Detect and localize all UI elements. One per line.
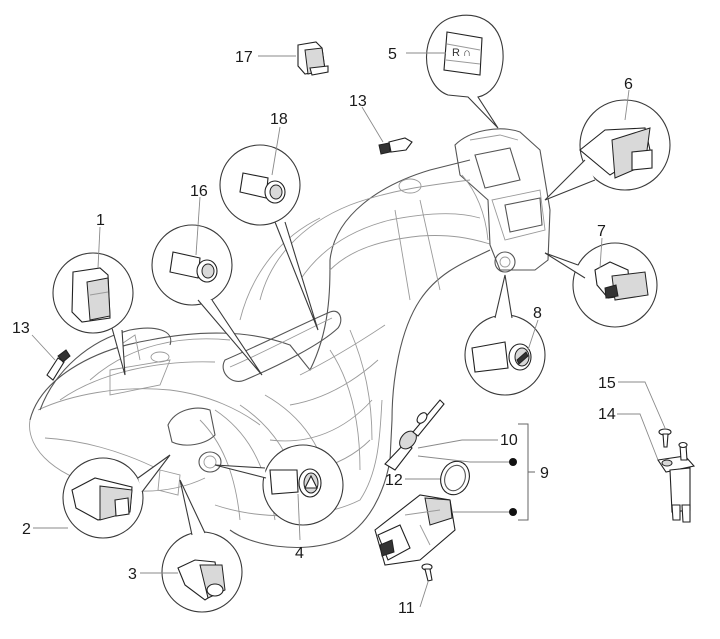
callout-labels: 17 5 6 13 18 16 1 7 8 13 15 14 10 9 12 2…: [12, 46, 633, 617]
label-13-left: 13: [12, 320, 30, 337]
ring-12-part[interactable]: [436, 457, 474, 499]
svg-text:R ∩: R ∩: [452, 47, 471, 59]
leader-lines: [31, 52, 666, 608]
group-bracket-9: [509, 423, 535, 521]
label-9: 9: [540, 465, 549, 482]
label-5: 5: [388, 46, 397, 63]
screw-11-part[interactable]: [421, 563, 433, 582]
label-15: 15: [598, 375, 616, 392]
group-dot-lock: [509, 508, 517, 516]
callout-bubble-2[interactable]: [62, 454, 171, 539]
callout-bubble-17[interactable]: [219, 144, 319, 331]
label-7: 7: [597, 223, 606, 240]
ignition-lock-body-part[interactable]: [374, 494, 456, 566]
switch-cover-part: R ∩: [443, 31, 483, 76]
label-4: 4: [295, 545, 304, 562]
switch-3-part: [177, 559, 226, 601]
screw-15-part[interactable]: [658, 428, 672, 448]
label-12: 12: [385, 472, 403, 489]
switch-2-part: [71, 477, 133, 521]
group-dot-key: [509, 458, 517, 466]
switch-6-part: [579, 127, 653, 179]
callout-bubble-3[interactable]: [161, 479, 243, 613]
label-16: 17: [235, 49, 253, 66]
callout-bubble-6[interactable]: [544, 99, 671, 201]
hazard-button-4-part: [269, 468, 322, 498]
label-11: 11: [398, 600, 415, 617]
bulb-13-left-part[interactable]: [46, 349, 71, 381]
stop-switch-14-part[interactable]: [657, 441, 696, 523]
label-10: 10: [500, 432, 518, 449]
label-8: 8: [533, 305, 542, 322]
callout-bubble-7[interactable]: [544, 242, 658, 328]
label-6: 6: [624, 76, 633, 93]
label-14: 14: [598, 406, 616, 423]
push-button-18-part: [169, 251, 218, 283]
label-2: 2: [22, 521, 31, 538]
callout-bubble-8[interactable]: [464, 274, 546, 396]
switch-16-part[interactable]: [297, 41, 329, 76]
callout-bubble-5[interactable]: R ∩: [426, 14, 504, 129]
label-13-top: 13: [349, 93, 367, 110]
label-1: 1: [96, 212, 105, 229]
key-10-part[interactable]: [384, 399, 445, 471]
label-17: 18: [270, 111, 288, 128]
switch-7-part: [594, 261, 649, 301]
callout-bubble-18[interactable]: [151, 224, 263, 376]
label-3: 3: [128, 566, 137, 583]
bulb-13-top-part[interactable]: [378, 137, 413, 155]
push-button-8-part: [471, 341, 532, 373]
rocker-switch-1-part: [71, 267, 111, 323]
callout-bubble-4[interactable]: [214, 444, 344, 526]
label-18: 16: [190, 183, 208, 200]
callout-bubble-1[interactable]: [52, 252, 134, 376]
push-button-17-part: [239, 172, 286, 204]
